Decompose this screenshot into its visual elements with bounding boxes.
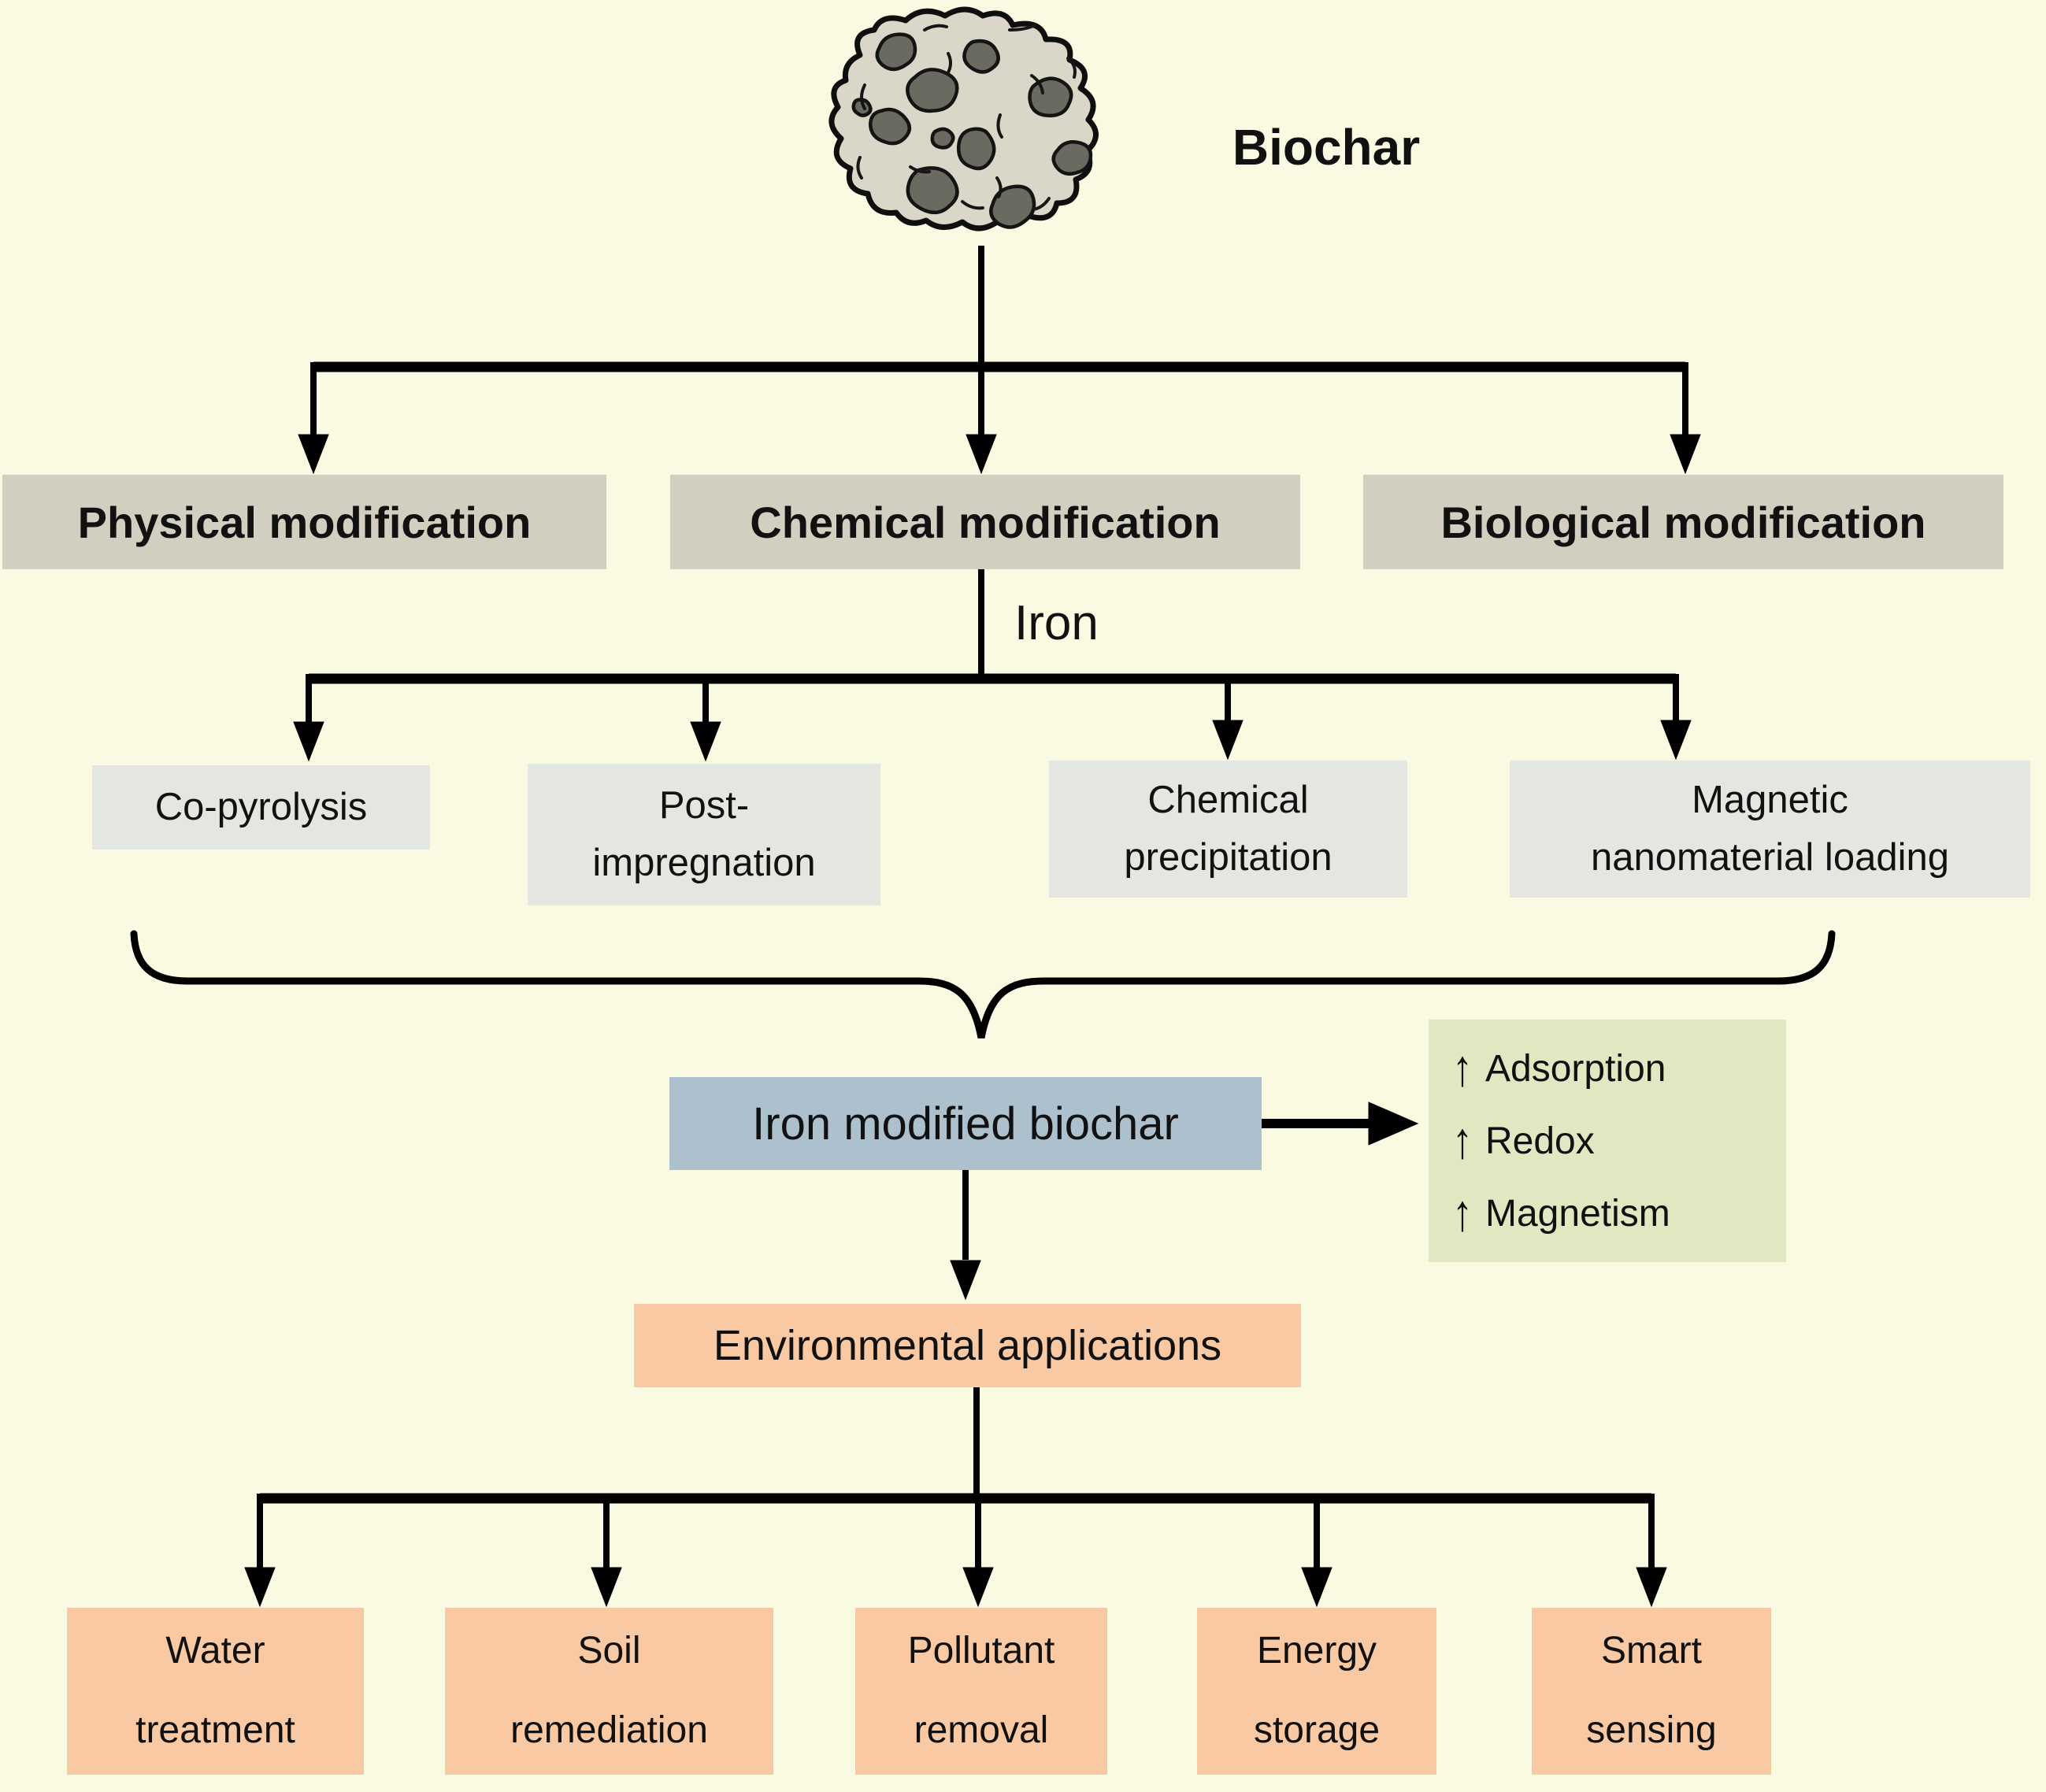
arrowhead-down-icon — [950, 1260, 981, 1301]
box-chemical-precipitation: Chemical precipitation — [1049, 761, 1407, 898]
box-post-impregnation: Post- impregnation — [528, 764, 880, 905]
arrowhead-down-icon — [1212, 720, 1244, 761]
level1-connectors — [298, 246, 1701, 475]
enhancement-label: Magnetism — [1485, 1192, 1670, 1235]
up-arrow-icon: ↑ — [1452, 1112, 1473, 1170]
arrowhead-down-icon — [298, 434, 329, 475]
arrowhead-right-icon — [1368, 1101, 1419, 1146]
biochar-illustration — [828, 6, 1099, 232]
box-magnetic-nanomaterial-loading: Magnetic nanomaterial loading — [1510, 761, 2030, 898]
box-energy-storage: Energy storage — [1197, 1608, 1436, 1775]
arrowhead-down-icon — [690, 721, 721, 762]
biochar-title: Biochar — [1232, 119, 1421, 176]
enhancement-redox: ↑ Redox — [1452, 1113, 1595, 1170]
product-connectors — [950, 1101, 1419, 1301]
arrowhead-down-icon — [591, 1567, 622, 1608]
level2-connectors — [293, 569, 1692, 762]
box-smart-sensing: Smart sensing — [1532, 1608, 1771, 1775]
enhancement-label: Redox — [1485, 1120, 1595, 1162]
box-soil-remediation: Soil remediation — [445, 1608, 773, 1775]
level3-connectors — [244, 1387, 1667, 1608]
arrowhead-down-icon — [962, 1567, 994, 1608]
box-environmental-applications: Environmental applications — [634, 1304, 1301, 1387]
arrowhead-down-icon — [966, 434, 997, 475]
box-co-pyrolysis: Co-pyrolysis — [92, 765, 430, 850]
box-water-treatment: Water treatment — [67, 1608, 364, 1775]
arrowhead-down-icon — [244, 1567, 276, 1608]
iron-branch-label: Iron — [1014, 596, 1099, 650]
enhancement-magnetism: ↑ Magnetism — [1452, 1185, 1670, 1242]
arrowhead-down-icon — [1301, 1567, 1332, 1608]
arrowhead-down-icon — [1670, 434, 1701, 475]
box-iron-modified-biochar: Iron modified biochar — [669, 1077, 1262, 1170]
box-chemical-modification: Chemical modification — [670, 475, 1300, 569]
up-arrow-icon: ↑ — [1452, 1039, 1473, 1098]
box-physical-modification: Physical modification — [2, 475, 606, 569]
box-biological-modification: Biological modification — [1363, 475, 2003, 569]
enhancement-label: Adsorption — [1485, 1047, 1666, 1090]
arrowhead-down-icon — [1660, 720, 1692, 761]
up-arrow-icon: ↑ — [1452, 1184, 1473, 1242]
enhancement-adsorption: ↑ Adsorption — [1452, 1040, 1666, 1098]
enhancements-panel: ↑ Adsorption ↑ Redox ↑ Magnetism — [1429, 1020, 1786, 1262]
arrowhead-down-icon — [293, 721, 324, 762]
box-pollutant-removal: Pollutant removal — [855, 1608, 1107, 1775]
arrowhead-down-icon — [1636, 1567, 1667, 1608]
curly-brace — [130, 930, 1836, 1039]
